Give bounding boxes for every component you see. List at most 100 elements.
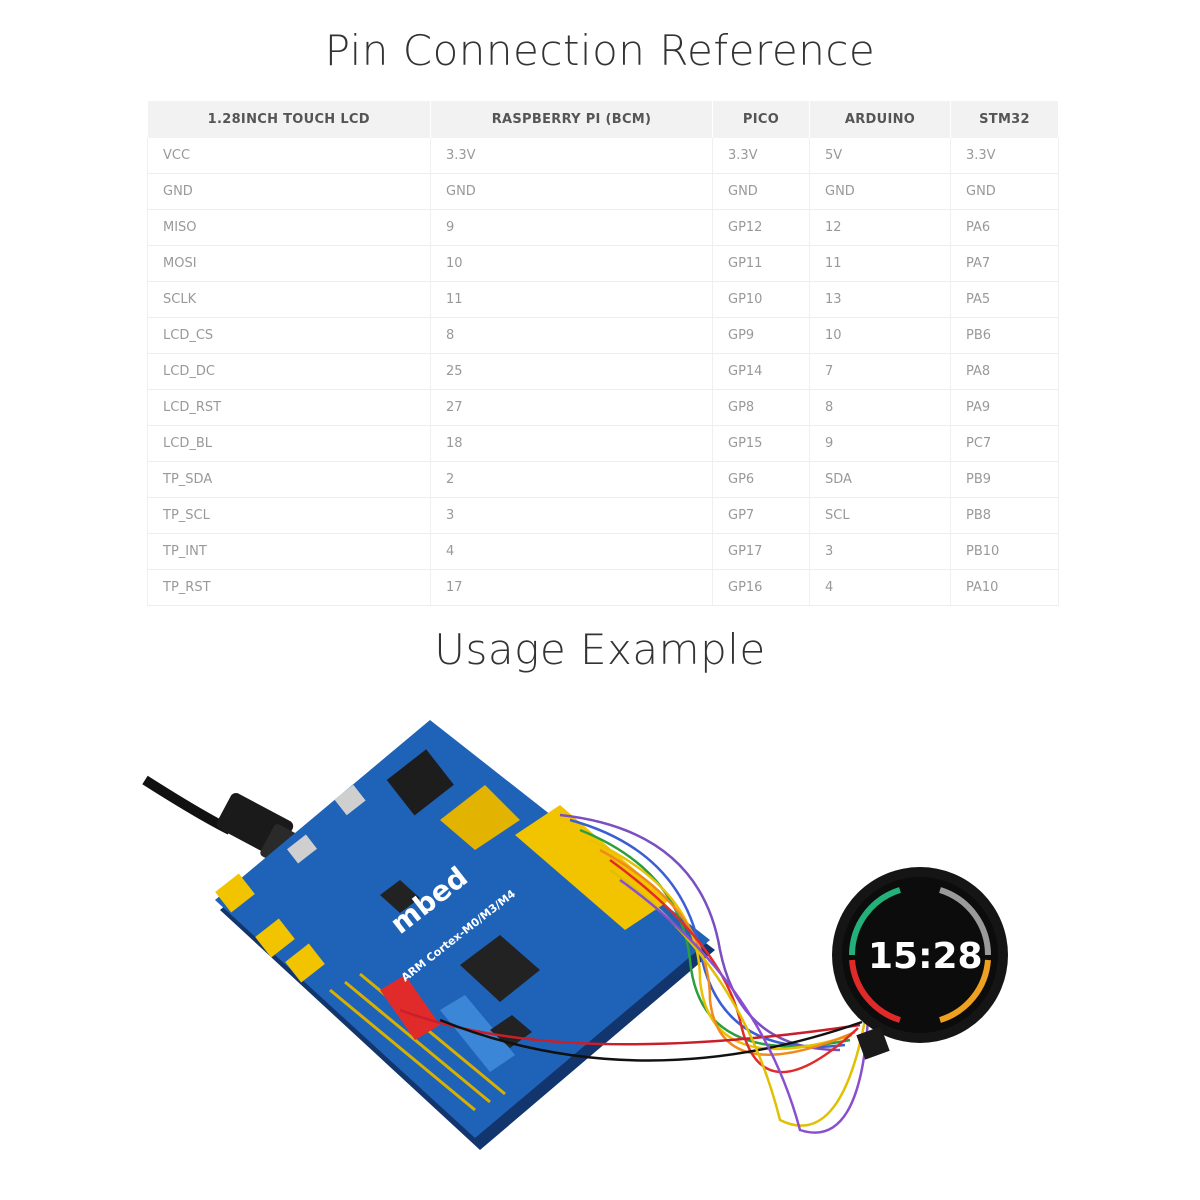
table-cell: TP_SDA — [147, 461, 431, 498]
header-yellow-right — [515, 805, 670, 930]
table-cell: 9 — [809, 425, 951, 462]
table-cell: PC7 — [950, 425, 1059, 462]
table-cell: TP_SCL — [147, 497, 431, 534]
header-raspberry-pi: RASPBERRY PI (BCM) — [430, 101, 713, 138]
table-cell: GP6 — [712, 461, 810, 498]
table-cell: PB8 — [950, 497, 1059, 534]
table-cell: 3 — [809, 533, 951, 570]
table-cell: 9 — [430, 209, 713, 246]
table-cell: 18 — [430, 425, 713, 462]
table-cell: GP9 — [712, 317, 810, 354]
table-cell: 8 — [809, 389, 951, 426]
table-cell: 3.3V — [950, 138, 1059, 174]
table-cell: MOSI — [147, 245, 431, 282]
header-lcd: 1.28INCH TOUCH LCD — [147, 101, 431, 138]
table-cell: SCL — [809, 497, 951, 534]
table-cell: GP16 — [712, 569, 810, 606]
table-cell: GND — [950, 173, 1059, 210]
table-cell: 12 — [809, 209, 951, 246]
table-cell: GND — [430, 173, 713, 210]
usb-connector — [334, 784, 366, 816]
table-cell: VCC — [147, 138, 431, 174]
header-red — [380, 975, 440, 1040]
table-cell: LCD_DC — [147, 353, 431, 390]
jumper-wires — [399, 813, 870, 1134]
table-cell: GND — [147, 173, 431, 210]
table-cell: GND — [809, 173, 951, 210]
table-cell: GP17 — [712, 533, 810, 570]
table-cell: PA9 — [950, 389, 1059, 426]
table-cell: 11 — [809, 245, 951, 282]
table-cell: 10 — [430, 245, 713, 282]
table-cell: 17 — [430, 569, 713, 606]
table-cell: GP15 — [712, 425, 810, 462]
table-cell: 7 — [809, 353, 951, 390]
table-cell: 8 — [430, 317, 713, 354]
table-cell: 5V — [809, 138, 951, 174]
table-cell: TP_INT — [147, 533, 431, 570]
table-cell: 4 — [809, 569, 951, 606]
table-cell: GND — [712, 173, 810, 210]
header-yellow-top — [440, 785, 520, 850]
table-cell: PA6 — [950, 209, 1059, 246]
table-cell: 11 — [430, 281, 713, 318]
mcu-chip — [460, 935, 540, 1002]
table-cell: LCD_BL — [147, 425, 431, 462]
table-cell: PA7 — [950, 245, 1059, 282]
table-cell: PB6 — [950, 317, 1059, 354]
table-cell: SCLK — [147, 281, 431, 318]
usb-port — [386, 749, 454, 816]
micro-usb — [287, 834, 317, 864]
table-cell: 3.3V — [712, 138, 810, 174]
table-cell: LCD_RST — [147, 389, 431, 426]
table-cell: 25 — [430, 353, 713, 390]
header-arduino: ARDUINO — [809, 101, 951, 138]
table-cell: 27 — [430, 389, 713, 426]
header-stm32: STM32 — [950, 101, 1059, 138]
pin-reference-title: Pin Connection Reference — [324, 26, 876, 75]
usage-title: Usage Example — [434, 625, 766, 674]
table-cell: GP11 — [712, 245, 810, 282]
table-cell: LCD_CS — [147, 317, 431, 354]
table-cell: 10 — [809, 317, 951, 354]
table-cell: SDA — [809, 461, 951, 498]
table-cell: PA8 — [950, 353, 1059, 390]
header-pico: PICO — [712, 101, 810, 138]
table-cell: PB10 — [950, 533, 1059, 570]
table-cell: 4 — [430, 533, 713, 570]
table-cell: 3.3V — [430, 138, 713, 174]
table-cell: GP8 — [712, 389, 810, 426]
usage-photo: mbed ARM Cortex-M0/M3/M4 15:28 — [142, 720, 1008, 1150]
table-cell: GP14 — [712, 353, 810, 390]
table-cell: PA5 — [950, 281, 1059, 318]
table-cell: TP_RST — [147, 569, 431, 606]
pin-table: 1.28INCH TOUCH LCD RASPBERRY PI (BCM) PI… — [147, 101, 1059, 606]
table-cell: MISO — [147, 209, 431, 246]
table-cell: 13 — [809, 281, 951, 318]
table-cell: 3 — [430, 497, 713, 534]
table-cell: GP12 — [712, 209, 810, 246]
table-cell: GP7 — [712, 497, 810, 534]
table-header-row: 1.28INCH TOUCH LCD RASPBERRY PI (BCM) PI… — [147, 101, 1059, 138]
round-display: 15:28 — [832, 867, 1008, 1060]
board-body — [215, 720, 710, 1138]
table-cell: GP10 — [712, 281, 810, 318]
table-cell: PB9 — [950, 461, 1059, 498]
table-cell: 2 — [430, 461, 713, 498]
table-cell: PA10 — [950, 569, 1059, 606]
display-time: 15:28 — [868, 936, 983, 977]
